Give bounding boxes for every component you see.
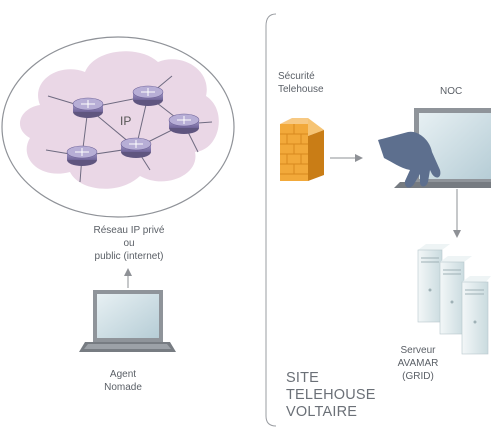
network-cloud xyxy=(1,36,235,218)
router-icon xyxy=(132,85,164,106)
router-icon xyxy=(168,113,200,134)
network-caption: Réseau IP privé ou public (internet) xyxy=(70,224,188,263)
server-icon xyxy=(461,276,491,355)
agent-caption: Agent Nomade xyxy=(88,368,158,394)
site-title-line-1: SITE xyxy=(286,370,320,386)
agent-caption-line-1: Agent xyxy=(109,369,137,380)
router-icon xyxy=(72,97,104,118)
security-caption-line-1: Sécurité xyxy=(278,71,315,82)
laptop-icon xyxy=(79,290,176,352)
network-caption-line-3: public (internet) xyxy=(94,251,164,262)
site-title-line-3: VOLTAIRE xyxy=(286,404,358,420)
security-caption-line-2: Telehouse xyxy=(278,84,324,95)
server-icon xyxy=(439,256,472,335)
server-icon xyxy=(417,244,450,323)
server-caption-line-2: AVAMAR xyxy=(397,358,439,369)
router-icon xyxy=(120,137,152,158)
server-caption-line-1: Serveur xyxy=(400,345,436,356)
server-caption: Serveur AVAMAR (GRID) xyxy=(388,344,448,383)
network-caption-line-2: ou xyxy=(123,238,135,249)
router-icon xyxy=(66,145,98,166)
security-caption: Sécurité Telehouse xyxy=(278,70,324,96)
firewall-icon xyxy=(280,118,324,181)
agent-caption-line-2: Nomade xyxy=(104,382,142,393)
network-caption-line-1: Réseau IP privé xyxy=(93,225,165,236)
site-title-line-2: TELEHOUSE xyxy=(286,387,376,403)
noc-caption: NOC xyxy=(440,86,463,97)
hand-icon xyxy=(378,131,441,188)
ip-label: IP xyxy=(120,114,132,128)
server-caption-line-3: (GRID) xyxy=(402,371,434,382)
site-boundary xyxy=(265,13,277,427)
site-title: SITE TELEHOUSE VOLTAIRE xyxy=(286,370,376,421)
